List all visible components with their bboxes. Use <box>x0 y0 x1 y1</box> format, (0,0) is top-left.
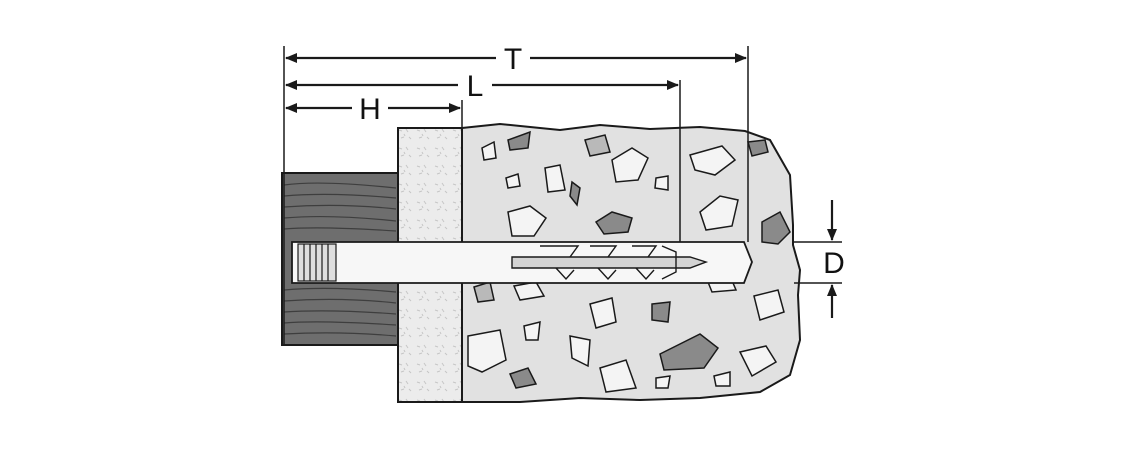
dimension-label-H: H <box>359 93 381 126</box>
screw-head <box>297 243 337 282</box>
dimension-label-D: D <box>823 247 845 280</box>
dimension-T: T <box>285 43 747 76</box>
dimension-D: D <box>823 200 845 318</box>
concrete-aggregate <box>467 130 791 393</box>
expansion-dowel <box>511 245 709 281</box>
dimension-L: L <box>285 70 679 103</box>
dimension-label-L: L <box>467 70 484 103</box>
extension-lines <box>283 46 842 345</box>
dimension-label-T: T <box>504 43 522 76</box>
dimension-H: H <box>285 93 461 126</box>
